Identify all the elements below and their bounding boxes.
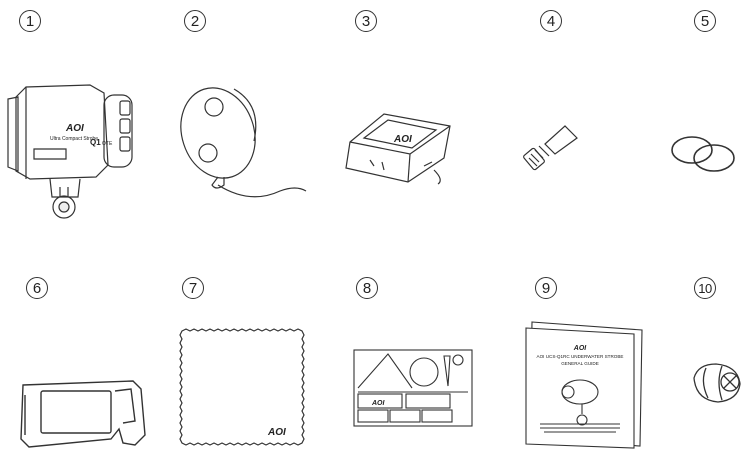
tool-illustration [20, 380, 146, 448]
guide-subtitle: GENERAL GUIDE [561, 361, 599, 366]
cloth-illustration: AOI [179, 328, 305, 446]
strobe-illustration: AOI Ultra Compact Strobe Q1 OTE [7, 84, 133, 219]
item-number-1: 1 [19, 10, 41, 32]
strobe-line: Ultra Compact Strobe [50, 136, 98, 142]
o-rings-illustration [671, 136, 735, 172]
strobe-suffix: OTE [102, 141, 113, 147]
sticker-sheet-illustration: AOI [353, 349, 473, 427]
strobe-model: Q1 [90, 138, 101, 147]
case-illustration: AOI [345, 113, 451, 185]
guide-logo: AOI [573, 345, 588, 352]
item-number-4: 4 [540, 10, 562, 32]
diffuser-illustration [180, 87, 307, 198]
ball-cap-illustration [693, 363, 741, 403]
item-number-7: 7 [182, 277, 204, 299]
item-number-9: 9 [535, 277, 557, 299]
item-number-10: 10 [694, 277, 716, 299]
guide-title: AOI UCS-Q1RC UNDERWATER STROBE [537, 354, 624, 359]
item-number-3: 3 [355, 10, 377, 32]
grease-tube-illustration [523, 125, 578, 171]
sticker-logo: AOI [371, 400, 386, 407]
guide-illustration: AOI AOI UCS-Q1RC UNDERWATER STROBE GENER… [525, 321, 643, 449]
cloth-logo: AOI [267, 427, 286, 438]
item-number-5: 5 [694, 10, 716, 32]
strobe-brand: AOI [65, 123, 84, 134]
item-number-2: 2 [184, 10, 206, 32]
item-number-6: 6 [26, 277, 48, 299]
item-number-8: 8 [356, 277, 378, 299]
case-logo: AOI [393, 134, 412, 145]
